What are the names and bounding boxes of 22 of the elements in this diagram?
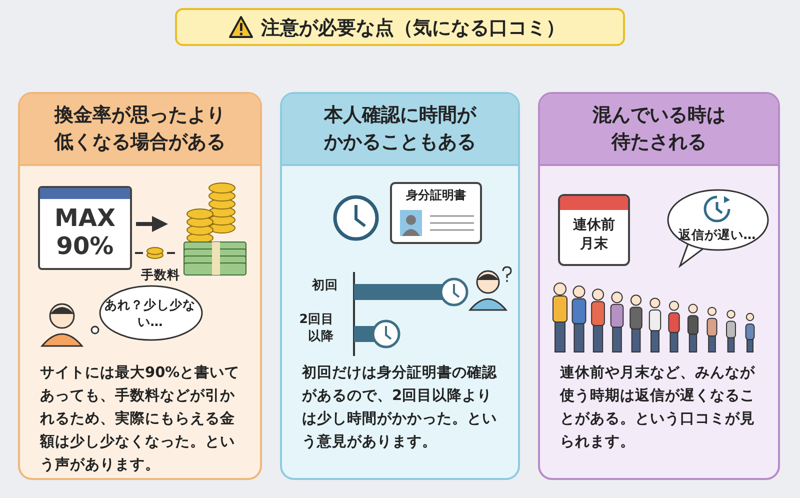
fee-label: 手数料: [140, 266, 180, 283]
review-text: サイトには最大90%と書いてあっても、手数料などが引かれるため、実際にもらえる金額は少し少なくなった。という声があります。: [40, 364, 240, 475]
browser-window: [38, 186, 132, 270]
calendar-text: 連休前月末: [572, 216, 616, 254]
bubble-text: あれ？少し少ない…: [104, 296, 196, 330]
calendar: [558, 194, 630, 266]
review-text: 連休前や月末など、みんなが使う時期は返信が遅くなることがある。という口コミが見られます。: [560, 364, 756, 452]
bubble-text: 返信が遅い…: [677, 226, 757, 243]
id-card: [390, 182, 482, 244]
bar-label: 2回目以降: [298, 310, 334, 344]
review-card: [280, 92, 520, 480]
rate-text: MAX 90%: [54, 204, 116, 260]
card-heading: 混んでいる時は待たされる: [540, 94, 778, 166]
arrow: [136, 216, 168, 232]
card-heading: 換金率が思ったより低くなる場合がある: [20, 94, 260, 166]
card-title: 身分証明書: [405, 187, 467, 204]
title-text: 注意が必要な点（気になる口コミ）: [261, 16, 565, 41]
review-text: 初回だけは身分証明書の確認があるので、2回目以降よりは少し時間がかかった。という意見があります。: [302, 364, 498, 452]
card-heading: 本人確認に時間がかかることもある: [282, 94, 518, 166]
review-card: [538, 92, 780, 480]
review-card: [18, 92, 262, 480]
bar-label: 初回: [310, 276, 338, 293]
